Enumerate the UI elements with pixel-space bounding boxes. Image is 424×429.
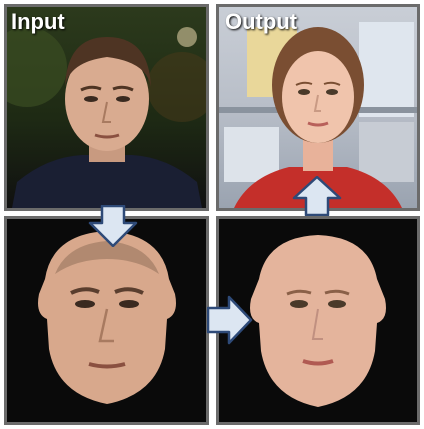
- output-label: Output: [225, 9, 298, 34]
- up-arrow-icon: [292, 176, 342, 216]
- right-arrow-icon: [207, 295, 253, 345]
- input-face-panel: [4, 216, 209, 425]
- input-person-image: [7, 27, 206, 208]
- input-face-image: [38, 231, 176, 404]
- down-arrow-icon: [88, 205, 138, 247]
- input-photo-panel: Input: [4, 4, 209, 211]
- output-face-image: [250, 235, 386, 407]
- input-label: Input: [11, 9, 65, 34]
